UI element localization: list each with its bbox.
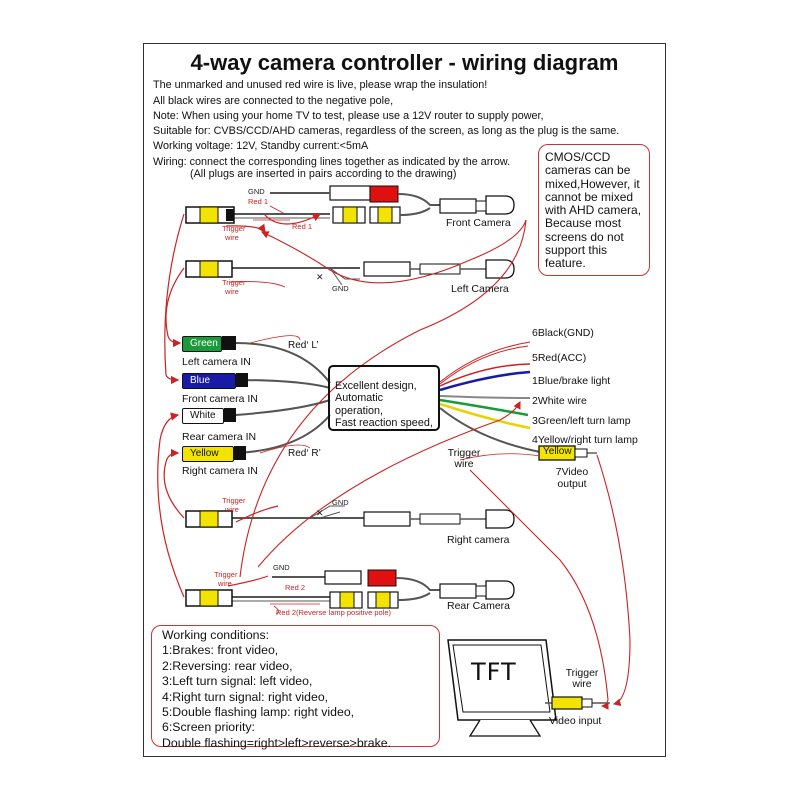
intro-line-5: Working voltage: 12V, Standby current:<5… <box>153 140 369 152</box>
front-camera-harness <box>185 185 515 225</box>
left-wire-label: wire <box>225 287 239 296</box>
front-camera-in-label: Front camera IN <box>182 393 258 405</box>
front-red1-label-b: Red 1 <box>292 222 313 231</box>
front-red1-label-a: Red 1 <box>248 197 269 206</box>
output-yellow-label: 4Yellow/right turn lamp <box>532 434 638 446</box>
tft-screen-label: TFT <box>471 658 517 686</box>
right-trigger-label: Trigger <box>222 496 246 505</box>
red-l-label: Red‘ L’ <box>288 340 319 351</box>
green-input-plug: Green <box>182 336 222 352</box>
controller-input-wires <box>222 335 331 460</box>
rear-camera-harness <box>185 569 515 615</box>
tft-video-input-label: Video input <box>549 715 602 727</box>
working-conditions-box: Working conditions: 1:Brakes: front vide… <box>151 625 440 750</box>
left-camera-label: Left Camera <box>451 283 509 295</box>
working-condition-1: 1:Brakes: front video, <box>162 643 279 658</box>
camera-compatibility-note: CMOS/CCD cameras can be mixed,However, i… <box>538 144 650 276</box>
yellow-input-plug: Yellow <box>182 446 234 462</box>
rear-red2-reverse-label: Red 2(Reverse lamp positive pole) <box>276 608 392 617</box>
left-gnd-label: GND <box>332 284 349 293</box>
controller-line-1: Excellent design, <box>335 380 417 392</box>
front-power-plug <box>329 185 371 201</box>
intro-line-1: The unmarked and unused red wire is live… <box>153 79 488 91</box>
right-camera-label: Right camera <box>447 534 510 546</box>
rear-power-plug <box>324 570 362 585</box>
right-camera-harness <box>185 505 515 529</box>
controller-box: Excellent design, Automatic operation, F… <box>328 365 440 431</box>
intro-line-3: Note: When using your home TV to test, p… <box>153 110 544 122</box>
working-condition-priority: Double flashing=right>left>reverse>brake… <box>162 735 391 750</box>
front-trigger-label: Trigger <box>222 224 246 233</box>
white-input-plug: White <box>182 408 224 424</box>
working-condition-2: 2:Reversing: rear video, <box>162 658 293 673</box>
left-x-mark: ✕ <box>316 272 324 282</box>
rear-red2-label: Red 2 <box>285 583 306 592</box>
controller-trigger-wire-label: Trigger wire <box>447 447 481 470</box>
video-output-label: 7Video output <box>555 466 589 490</box>
output-red-label: 5Red(ACC) <box>532 352 587 364</box>
working-conditions-heading: Working conditions: <box>162 628 270 642</box>
left-camera-in-label: Left camera IN <box>182 356 251 368</box>
rear-gnd-label: GND <box>273 563 290 572</box>
intro-line-6: Wiring: connect the corresponding lines … <box>153 156 511 168</box>
rear-camera-label: Rear Camera <box>447 600 511 612</box>
page-title: 4-way camera controller - wiring diagram <box>190 50 619 75</box>
intro-line-2: All black wires are connected to the neg… <box>153 95 394 107</box>
rear-trigger-label: Trigger <box>214 570 238 579</box>
diagram-sheet <box>143 43 666 757</box>
blue-input-plug: Blue <box>182 373 236 389</box>
video-output-plug-label: Yellow <box>543 446 572 457</box>
controller-line-3: Fast reaction speed, <box>335 416 433 429</box>
working-condition-4: 4:Right turn signal: right video, <box>162 689 329 704</box>
intro-line-4: Suitable for: CVBS/CCD/AHD cameras, rega… <box>153 125 620 137</box>
output-blue-label: 1Blue/brake light <box>532 375 611 387</box>
output-white-label: 2White wire <box>532 395 587 407</box>
routing-arrows <box>157 213 631 710</box>
controller-line-2: Automatic operation, <box>335 392 384 417</box>
right-camera-in-label: Right camera IN <box>182 465 258 477</box>
front-gnd-label: GND <box>248 187 265 196</box>
front-wire-label: wire <box>225 233 239 242</box>
left-camera-harness <box>185 259 515 286</box>
front-camera-label: Front Camera <box>446 217 511 229</box>
working-condition-6: 6:Screen priority: <box>162 720 255 735</box>
output-black-label: 6Black(GND) <box>532 327 594 339</box>
right-wire-label: wire <box>225 505 239 514</box>
intro-line-7: (All plugs are inserted in pairs accordi… <box>190 168 457 180</box>
rear-wire-label: wire <box>218 579 232 588</box>
working-condition-3: 3:Left turn signal: left video, <box>162 674 313 689</box>
right-gnd-label: GND <box>332 498 349 507</box>
output-green-label: 3Green/left turn lamp <box>532 415 631 427</box>
rear-camera-in-label: Rear camera IN <box>182 431 257 443</box>
tft-monitor <box>447 639 610 737</box>
tft-trigger-wire-label: Trigger wire <box>565 667 599 690</box>
working-condition-5: 5:Double flashing lamp: right video, <box>162 705 355 720</box>
right-x-mark: ✕ <box>316 508 324 518</box>
controller-output-wires <box>439 341 597 461</box>
left-trigger-label: Trigger <box>222 278 246 287</box>
red-r-label: Red‘ R’ <box>288 448 321 459</box>
